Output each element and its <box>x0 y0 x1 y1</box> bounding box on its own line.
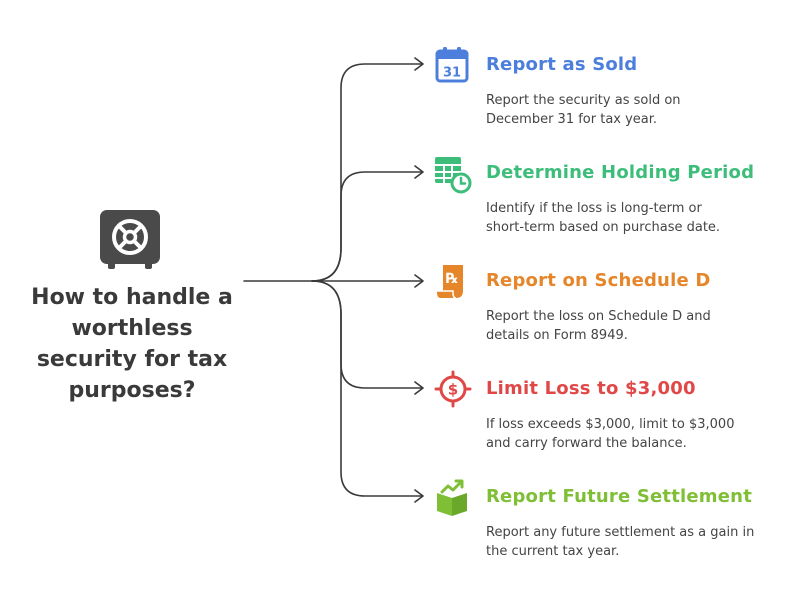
calendar-icon: 31 <box>435 47 469 83</box>
arrowhead-1 <box>414 57 424 71</box>
dollar-target-icon: $ <box>434 370 472 408</box>
growth-book-icon <box>437 479 467 516</box>
arrowhead-5 <box>414 489 424 503</box>
question-line: How to handle a <box>31 285 233 310</box>
description-line: the current tax year. <box>486 544 620 559</box>
connector-branch-4 <box>311 280 423 389</box>
prescription-document-icon: ℞ <box>437 265 463 299</box>
description-line: December 31 for tax year. <box>486 112 658 127</box>
description-line: If loss exceeds $3,000, limit to $3,000 <box>486 417 735 432</box>
step-title: Report Future Settlement <box>486 486 752 507</box>
arrowhead-3 <box>414 274 424 288</box>
question-line: purposes? <box>68 378 196 403</box>
step-title: Report as Sold <box>486 54 638 75</box>
connector-branch-5 <box>311 280 423 497</box>
description-line: Report the security as sold on <box>486 93 681 108</box>
step-title: Report on Schedule D <box>486 270 711 291</box>
question-line: worthless <box>71 316 193 341</box>
calendar-day: 31 <box>443 66 461 81</box>
arrowhead-4 <box>414 381 424 395</box>
step-description: If loss exceeds $3,000, limit to $3,000 … <box>486 415 798 453</box>
description-line: details on Form 8949. <box>486 328 628 343</box>
safe-icon <box>100 210 160 269</box>
connector-branch-2 <box>311 171 423 282</box>
step-description: Report the loss on Schedule D and detail… <box>486 307 798 345</box>
svg-text:℞: ℞ <box>446 271 459 287</box>
arrowhead-2 <box>414 165 424 179</box>
step-description: Report any future settlement as a gain i… <box>486 523 798 561</box>
step-description: Report the security as sold on December … <box>486 91 798 129</box>
step-title: Limit Loss to $3,000 <box>486 378 696 399</box>
description-line: Report the loss on Schedule D and <box>486 309 711 324</box>
description-line: and carry forward the balance. <box>486 436 687 451</box>
central-question: How to handle a worthless security for t… <box>18 282 246 406</box>
step-title: Determine Holding Period <box>486 162 755 183</box>
question-line: security for tax <box>36 347 228 372</box>
description-line: Identify if the loss is long-term or <box>486 201 702 216</box>
svg-text:$: $ <box>448 381 458 399</box>
spreadsheet-clock-icon <box>435 157 472 194</box>
description-line: Report any future settlement as a gain i… <box>486 525 755 540</box>
description-line: short-term based on purchase date. <box>486 220 721 235</box>
step-description: Identify if the loss is long-term or sho… <box>486 199 798 237</box>
